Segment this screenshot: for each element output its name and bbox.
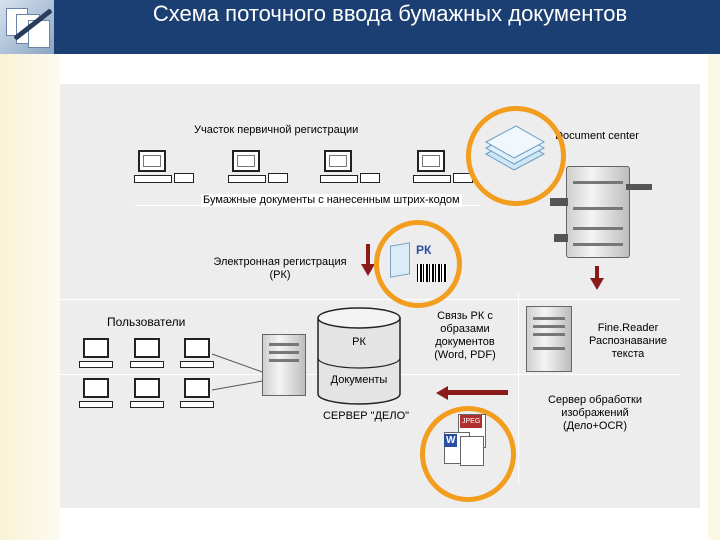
- registration-area-label: Участок первичной регистрации: [194, 124, 359, 136]
- tray: [550, 198, 568, 206]
- registration-workstation: [228, 150, 288, 190]
- diagram-panel: Участок первичной регистрации Бумажные д…: [60, 84, 700, 508]
- paper-docs-label: Бумажные документы с нанесенным штрих-ко…: [201, 194, 462, 207]
- server-delo-label: СЕРВЕР "ДЕЛО": [322, 410, 410, 422]
- user-workstation: [79, 338, 115, 374]
- title-bar: [0, 0, 720, 54]
- jpeg-tag: JPEG: [460, 415, 483, 428]
- user-workstation: [180, 378, 216, 414]
- paper-stack-icon: [484, 125, 546, 171]
- flow-arrow: [366, 244, 370, 266]
- user-workstation: [180, 338, 216, 374]
- electronic-registration-label: Электронная регистрация (РК): [213, 256, 347, 281]
- db-docs-label: Документы: [330, 374, 388, 386]
- divider: [60, 299, 680, 300]
- users-label: Пользователи: [107, 315, 186, 329]
- users-server: [262, 334, 306, 396]
- user-workstation: [130, 378, 166, 414]
- logo-thumbnail: [0, 0, 54, 54]
- word-tag: W: [444, 434, 458, 447]
- document-center-device: [566, 166, 630, 258]
- tray: [554, 234, 568, 242]
- finereader-server: [526, 306, 572, 372]
- document-center-label: Document center: [555, 130, 639, 142]
- right-decoration: [708, 54, 720, 540]
- db-rk-label: РК: [352, 336, 366, 348]
- database-icon: [317, 307, 401, 405]
- finereader-label: Fine.Reader Распознавание текста: [589, 322, 667, 360]
- link-label: Связь РК с образами документов (Word, PD…: [434, 310, 496, 361]
- flow-arrow-head: [361, 264, 375, 276]
- user-workstation: [79, 378, 115, 414]
- tray: [626, 184, 652, 190]
- rk-tag: РК: [416, 243, 432, 257]
- divider: [518, 294, 519, 484]
- document-file-icon: [460, 436, 484, 466]
- page-title: Схема поточного ввода бумажных документо…: [152, 1, 628, 26]
- image-server-label: Сервер обработки изображений (Дело+OCR): [547, 394, 642, 432]
- flow-arrow-head: [590, 278, 604, 290]
- highlight-ring: [420, 406, 516, 502]
- highlight-ring: [374, 220, 462, 308]
- barcode-icon: [417, 264, 447, 282]
- highlight-ring: [466, 106, 566, 206]
- document-icon: [390, 242, 410, 278]
- flow-arrow: [448, 390, 508, 395]
- left-decoration: [0, 54, 60, 540]
- flow-arrow: [595, 266, 599, 280]
- network-lines: [211, 353, 269, 391]
- user-workstation: [130, 338, 166, 374]
- registration-workstation: [134, 150, 194, 190]
- registration-workstation: [413, 150, 473, 190]
- flow-arrow-head: [436, 386, 448, 400]
- registration-workstation: [320, 150, 380, 190]
